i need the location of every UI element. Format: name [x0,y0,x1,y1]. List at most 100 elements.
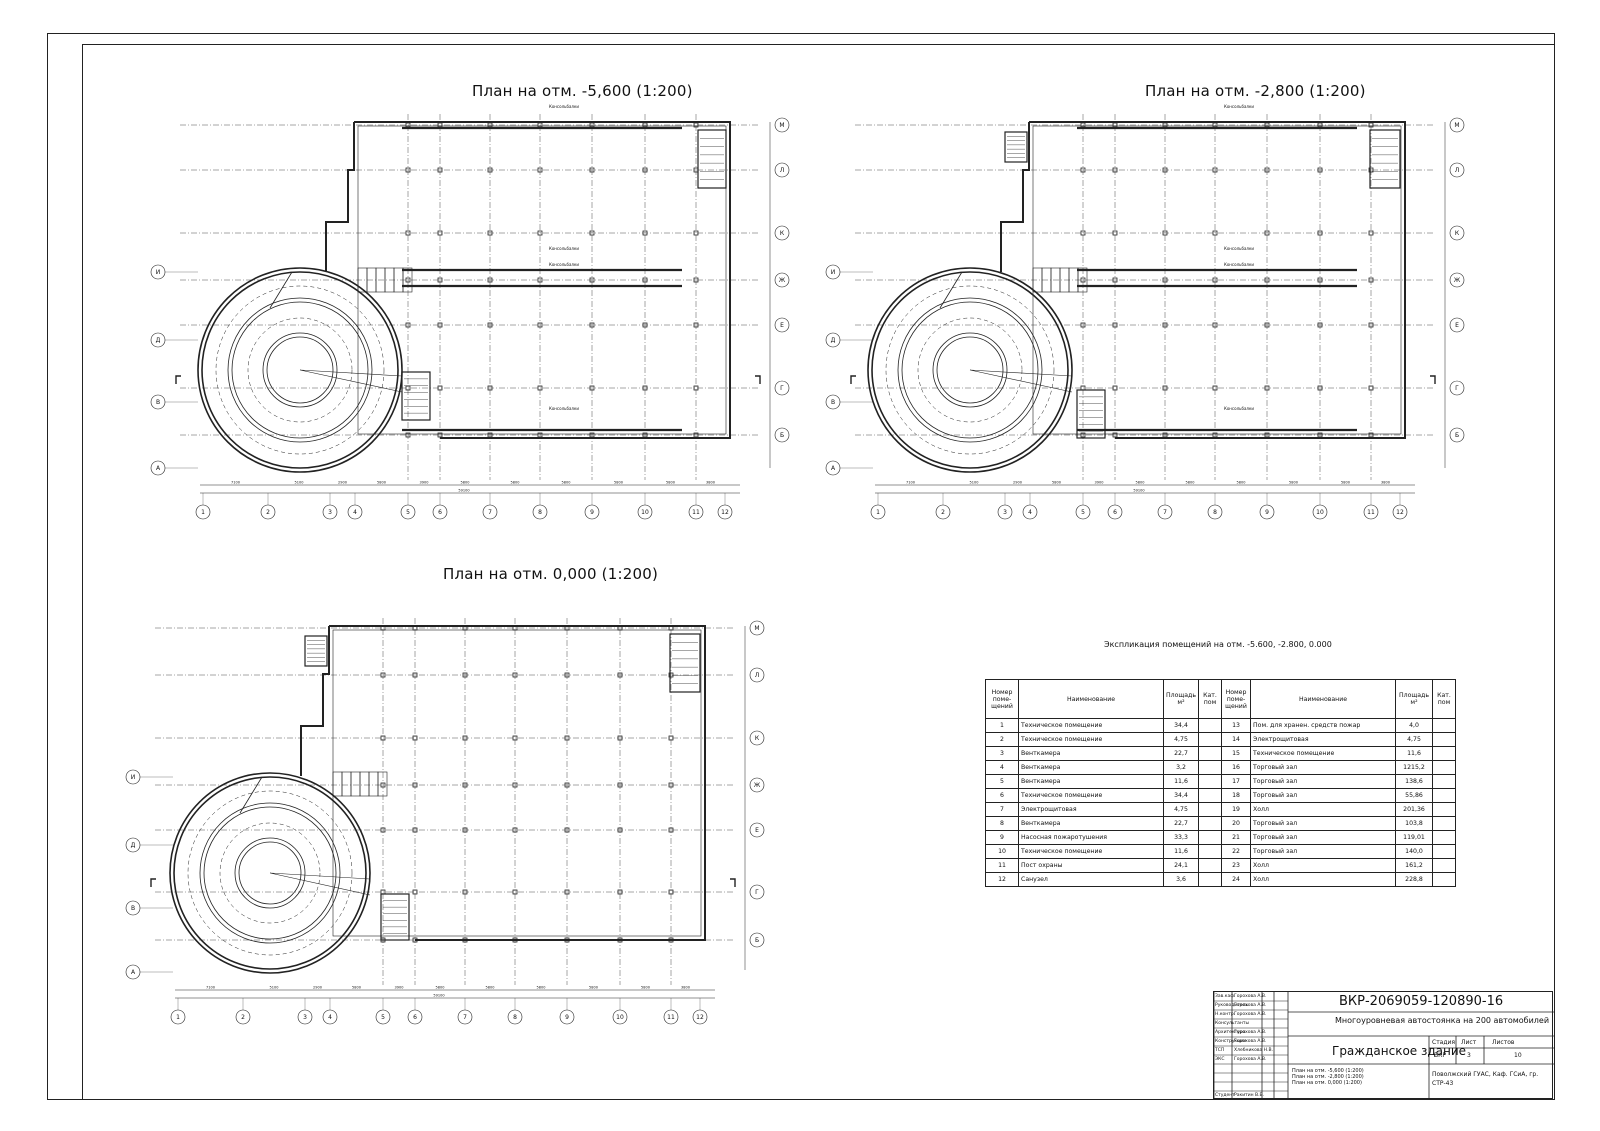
table-cell [1198,872,1222,887]
structural-column [642,322,648,328]
ramp-ring [203,806,337,940]
structural-column [617,625,623,631]
stamp-name: Хлебникова Н.В. [1234,1048,1274,1053]
table-cell: 4,75 [1163,802,1199,817]
structural-column [412,672,418,678]
axis-label: 9 [1265,509,1269,516]
structural-column [462,625,468,631]
dimension-text: 5800 [1237,481,1246,485]
ramp-ring [234,837,306,909]
sheets-label: Листов [1492,1039,1515,1046]
axis-label: 9 [590,509,594,516]
stamp-role: Н.контр. [1215,1012,1236,1017]
sheets-value: 10 [1514,1052,1522,1059]
stamp-name: Ракитин В.Б. [1234,1093,1265,1098]
axis-label: 5 [381,1014,385,1021]
stage-value: ВКР [1434,1052,1446,1059]
axis-label: 12 [721,509,729,516]
plan-title-0000: План на отм. 0,000 (1:200) [443,565,659,583]
axis-label: 7 [488,509,492,516]
table-cell: 8 [985,816,1019,831]
ramp-path [885,285,1055,455]
plan-title-minus-2800: План на отм. -2,800 (1:200) [1145,82,1366,100]
table-cell: 2 [985,732,1019,747]
dimension-text: 5800 [589,986,598,990]
table-cell: Венткамера [1018,816,1164,831]
table-cell: 1 [985,718,1019,733]
axis-label: 8 [1213,509,1217,516]
section-mark [150,878,156,887]
stamp-role: Конструкции [1215,1039,1247,1044]
table-cell: 201,36 [1395,802,1433,817]
stamp-role: ТСП [1215,1048,1225,1053]
left-wall [1000,122,1030,272]
structural-column [512,672,518,678]
stamp-role: Архитектура [1215,1030,1246,1035]
dimension-text: 5800 [537,986,546,990]
structural-column [589,230,595,236]
axis-marker [1449,162,1465,178]
table-cell [1432,830,1456,845]
structural-column [412,625,418,631]
axis-label: 2 [241,1014,245,1021]
plan-title-minus-5600: План на отм. -5,600 (1:200) [472,82,693,100]
table-cell: 11 [985,858,1019,873]
table-cell [1198,830,1222,845]
axis-label: 12 [696,1014,704,1021]
structural-column [1317,322,1323,328]
structural-column [512,782,518,788]
table-cell: Санузел [1018,872,1164,887]
structural-column [1162,277,1168,283]
structural-column [405,385,411,391]
table-cell: Торговый зал [1250,844,1396,859]
structural-column [437,277,443,283]
axis-marker [774,427,790,443]
table-cell [1198,746,1222,761]
table-cell [1198,718,1222,733]
ramp-path [917,317,1023,423]
table-cell: Венткамера [1018,774,1164,789]
structural-column [564,889,570,895]
structural-column [693,230,699,236]
table-cell: 13 [1221,718,1251,733]
service-room [402,267,413,293]
structural-column [617,827,623,833]
structural-column [617,937,623,943]
axis-marker [774,380,790,396]
explication-title: Экспликация помещений на отм. -5.600, -2… [1104,640,1332,649]
axis-marker [1449,272,1465,288]
console-note: Консольбалки [549,246,579,251]
table-cell [1198,760,1222,775]
ramp-ring [901,301,1039,439]
service-room [377,771,388,797]
dimension-text: 5800 [1341,481,1350,485]
table-cell: Холл [1250,858,1396,873]
dimension-text: 5800 [562,481,571,485]
ramp-divider [939,271,963,309]
stamp-name: Горохова А.В. [1234,1039,1267,1044]
structural-column [1317,385,1323,391]
axis-label: И [831,269,836,276]
table-cell: Торговый зал [1250,830,1396,845]
table-cell [1198,816,1222,831]
structural-column [537,385,543,391]
structural-column [1212,277,1218,283]
structural-column [564,782,570,788]
table-cell: Холл [1250,872,1396,887]
table-cell: 11,6 [1163,844,1199,859]
structural-column [642,385,648,391]
dimension-text: 59100 [1133,489,1144,493]
sheet-content-line: План на отм. -5,600 (1:200) [1292,1068,1364,1074]
axis-marker [749,932,765,948]
table-cell: 6 [985,788,1019,803]
axis-label: Е [1455,322,1459,329]
axis-label: К [1455,230,1460,237]
table-cell: 119,01 [1395,830,1433,845]
ramp-ring [169,772,371,974]
ramp-ring [266,336,334,404]
table-cell: Насосная пожаротушения [1018,830,1164,845]
table-cell: Техническое помещение [1018,718,1164,733]
structural-column [487,277,493,283]
